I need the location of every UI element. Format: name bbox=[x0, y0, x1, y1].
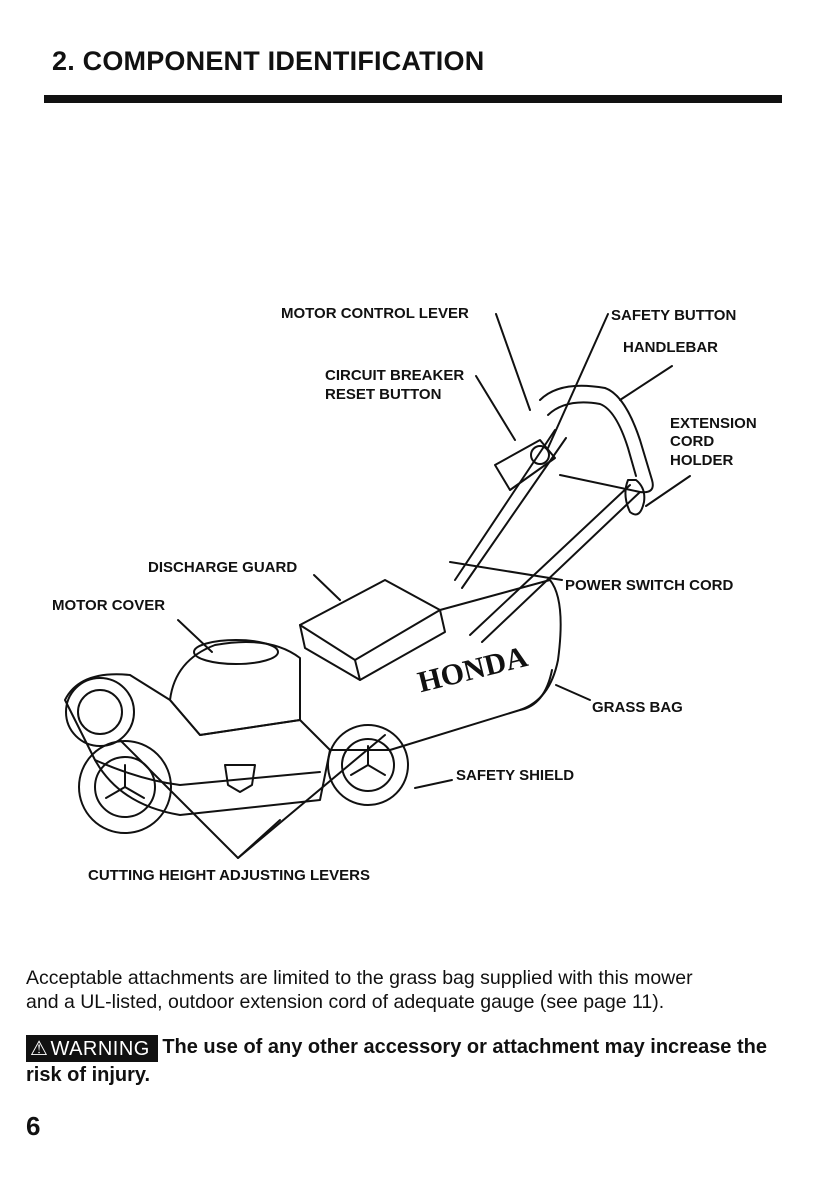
label-safety-button: SAFETY BUTTON bbox=[611, 307, 737, 324]
page-title: 2. COMPONENT IDENTIFICATION bbox=[52, 46, 485, 76]
honda-logo-text: HONDA bbox=[414, 640, 531, 699]
label-cutting-height: CUTTING HEIGHT ADJUSTING LEVERS bbox=[88, 867, 370, 884]
control-box-shape bbox=[494, 439, 556, 491]
component-diagram: HONDA MOTOR CONTROL LEVER SAFETY BUTTON … bbox=[0, 280, 826, 900]
label-motor-cover: MOTOR COVER bbox=[52, 597, 166, 614]
label-safety-shield: SAFETY SHIELD bbox=[456, 767, 575, 784]
wheel-front-right bbox=[327, 724, 409, 806]
warning-text: The use of any other accessory or attach… bbox=[26, 1036, 767, 1087]
cord-holder-shape bbox=[624, 479, 646, 516]
discharge-guard-shape bbox=[299, 579, 441, 661]
label-reset-button: RESET BUTTON bbox=[325, 386, 442, 403]
wheel-rear-left bbox=[65, 677, 135, 747]
label-discharge-guard: DISCHARGE GUARD bbox=[148, 559, 298, 576]
label-holder: HOLDER bbox=[670, 452, 734, 469]
label-handlebar: HANDLEBAR bbox=[623, 339, 718, 356]
label-extension: EXTENSION bbox=[670, 415, 757, 432]
label-cord: CORD bbox=[670, 433, 715, 450]
mower-illustration: HONDA bbox=[64, 313, 691, 859]
title-rule bbox=[44, 95, 782, 103]
page-number: 6 bbox=[26, 1111, 41, 1141]
label-circuit-breaker: CIRCUIT BREAKER bbox=[325, 367, 465, 384]
attachments-paragraph: Acceptable attachments are limited to th… bbox=[26, 966, 786, 1014]
label-grass-bag: GRASS BAG bbox=[592, 699, 683, 716]
warning-block: ⚠WARNING The use of any other accessory … bbox=[26, 1034, 786, 1088]
paragraph-line-1: Acceptable attachments are limited to th… bbox=[26, 967, 693, 989]
label-power-switch-cord: POWER SWITCH CORD bbox=[565, 577, 734, 594]
handlebar-shape bbox=[539, 384, 654, 494]
warning-triangle-icon: ⚠ bbox=[30, 1038, 49, 1061]
wheel-front-left bbox=[78, 740, 172, 834]
warning-badge: ⚠WARNING bbox=[26, 1035, 158, 1063]
label-motor-control-lever: MOTOR CONTROL LEVER bbox=[281, 305, 469, 322]
motor-cover-shape bbox=[169, 640, 301, 736]
paragraph-line-2: and a UL-listed, outdoor extension cord … bbox=[26, 991, 665, 1013]
warning-badge-label: WARNING bbox=[50, 1038, 150, 1061]
